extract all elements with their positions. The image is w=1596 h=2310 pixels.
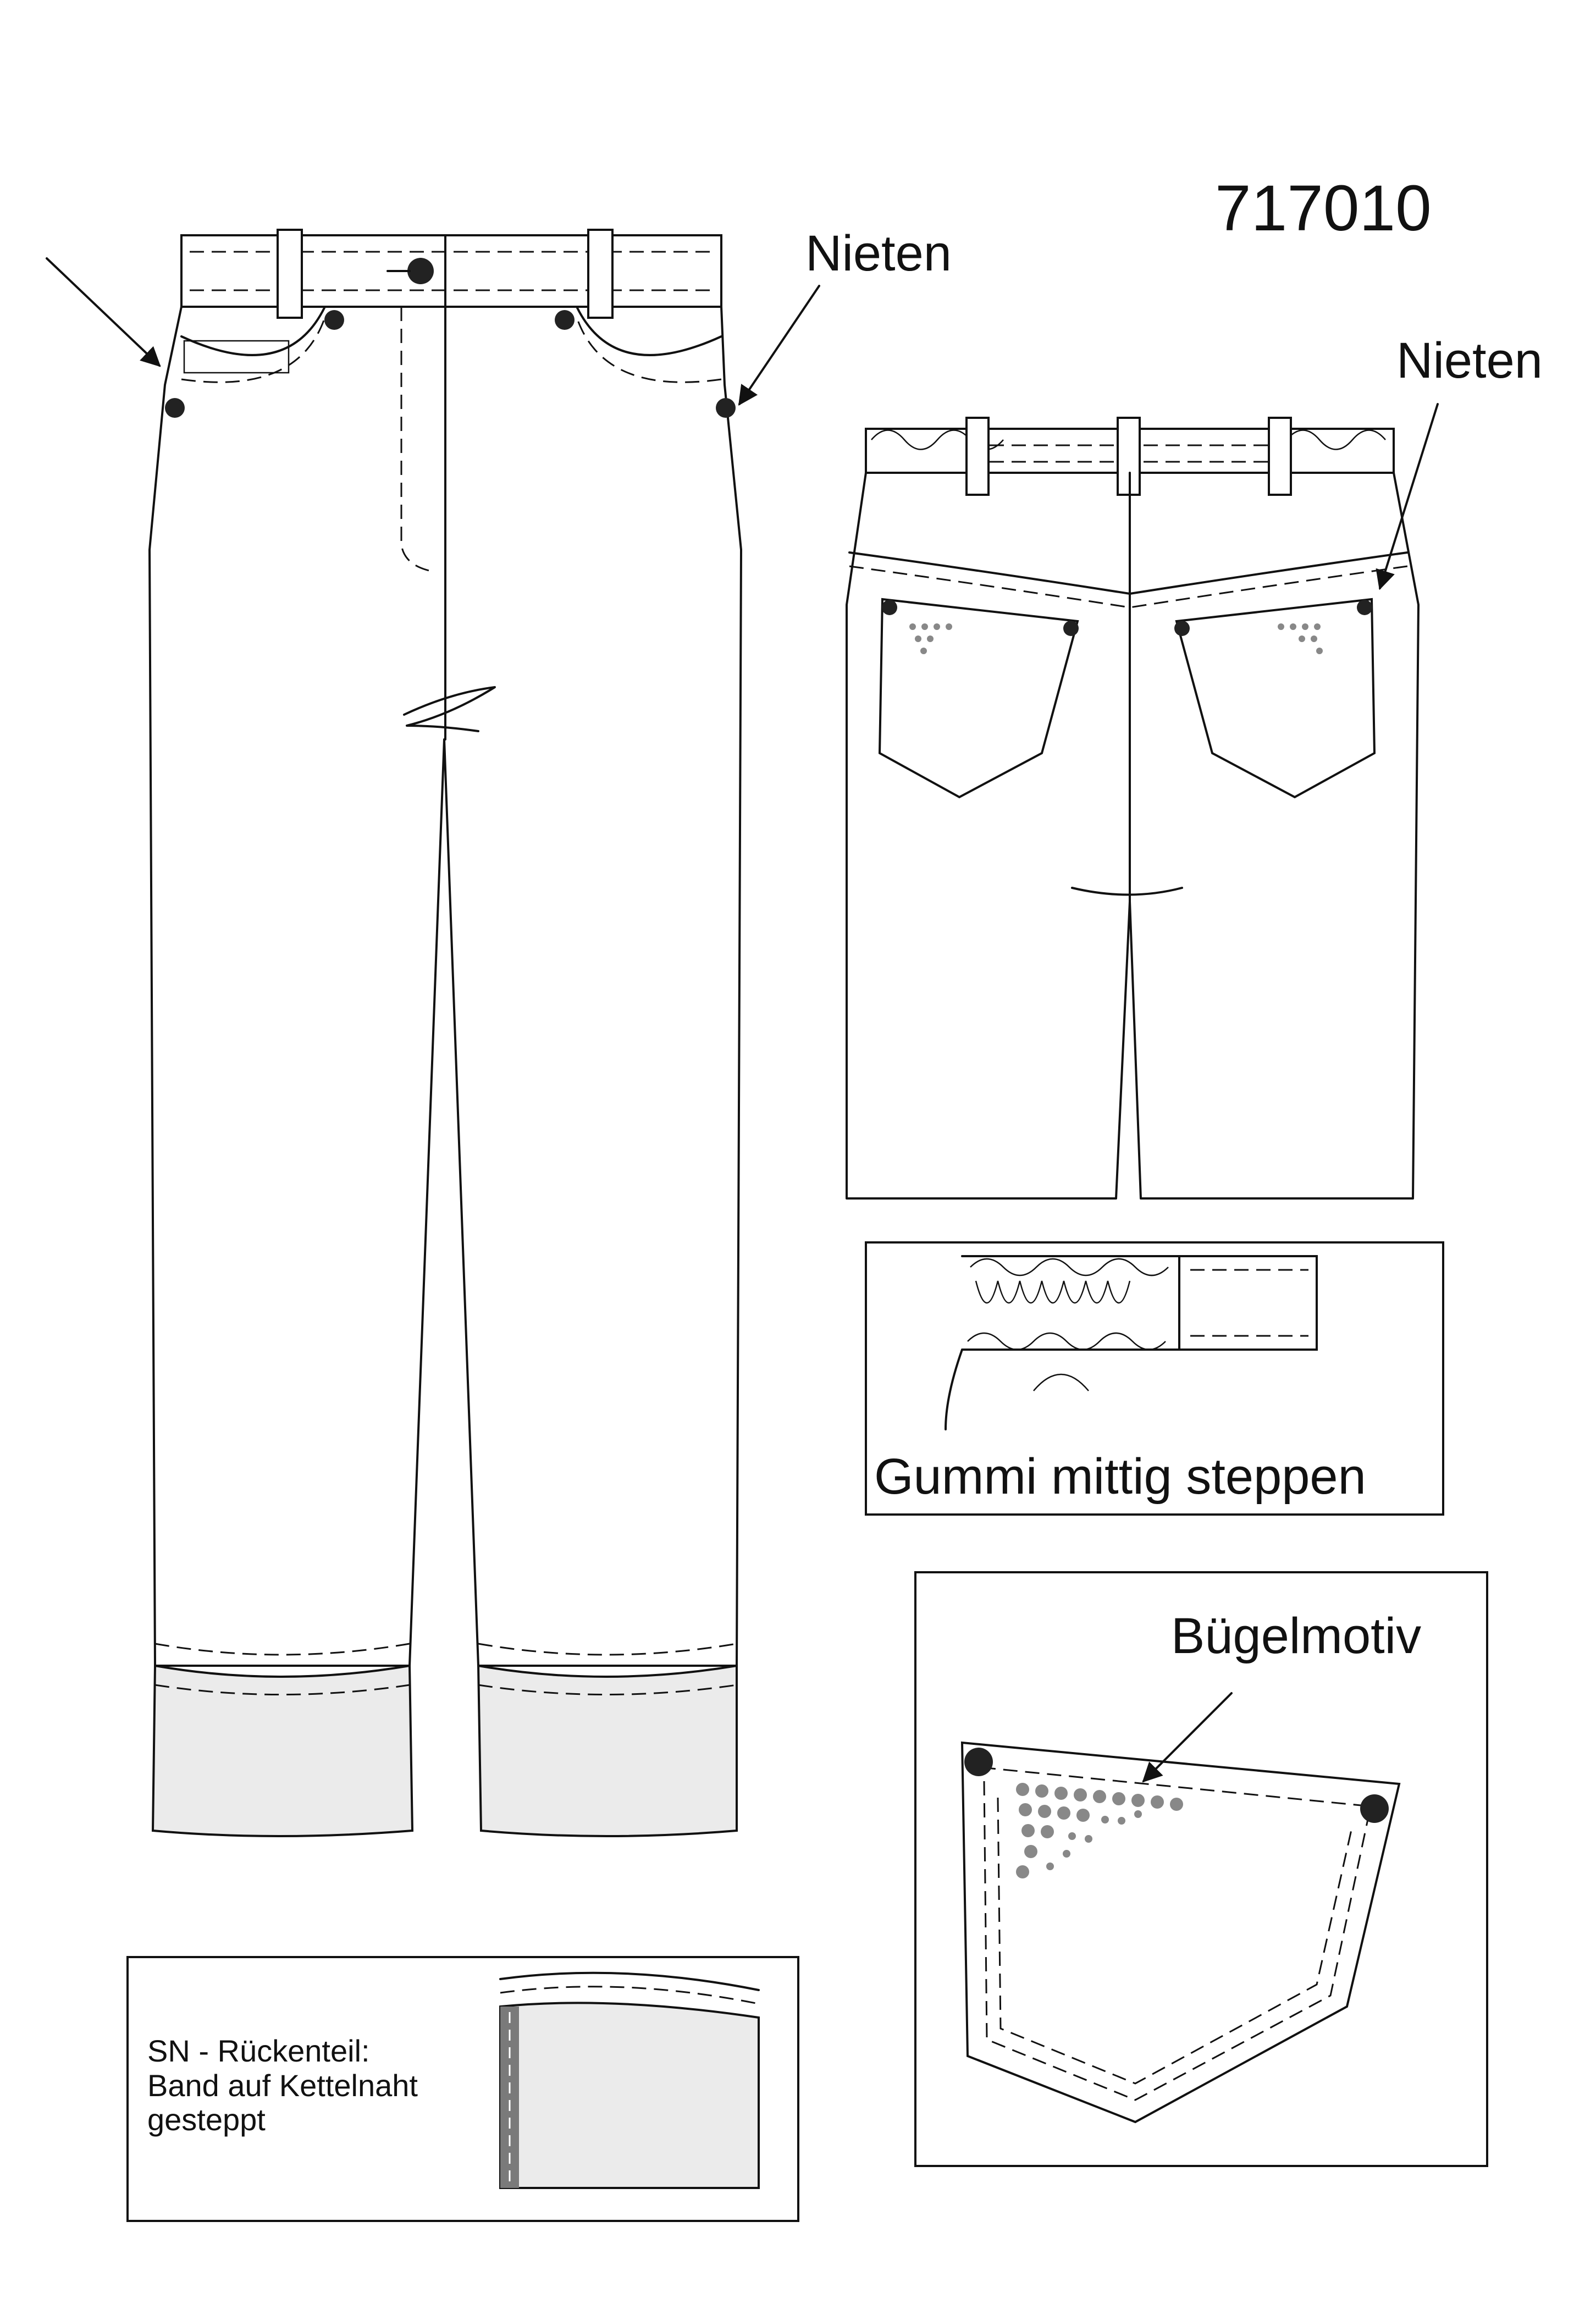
front-waistband xyxy=(180,234,722,308)
front-view xyxy=(46,229,820,1837)
label-rivets-front: Nieten xyxy=(805,225,952,281)
front-pocket-left xyxy=(180,307,325,356)
back-pocket-left xyxy=(878,598,1079,799)
back-pocket-right xyxy=(1175,598,1376,799)
belt-loop-right xyxy=(587,229,614,319)
back-pocket-studs-left xyxy=(909,623,952,654)
front-pocket-right xyxy=(576,307,722,356)
elastic-detail xyxy=(865,1241,1444,1516)
side-seam-detail xyxy=(126,1956,799,2222)
rivet-front-left xyxy=(165,398,185,418)
coin-pocket xyxy=(183,340,290,374)
style-number: 717010 xyxy=(1215,172,1432,245)
back-legs-outline xyxy=(846,472,1420,1200)
cuff-right xyxy=(477,1664,738,1837)
band-swatch xyxy=(499,2002,760,2189)
arrow-rivet-front xyxy=(738,285,820,406)
arrow-coin-pocket xyxy=(46,257,161,367)
arrow-motif xyxy=(1142,1692,1233,1783)
iron-on-studs xyxy=(1016,1783,1183,1878)
label-iron-on-motif: Bügelmotiv xyxy=(1171,1608,1422,1664)
label-rivets-back: Nieten xyxy=(1396,333,1543,389)
back-pocket-studs-right xyxy=(1278,623,1323,654)
belt-loop-left xyxy=(277,229,303,319)
cuff-left xyxy=(151,1664,414,1837)
waist-button xyxy=(407,258,434,284)
fly-stitch xyxy=(400,307,435,573)
back-view xyxy=(846,403,1439,1200)
pocket-motif-detail xyxy=(914,1571,1488,2167)
arrow-rivet-back xyxy=(1376,403,1439,590)
label-side-seam-note: SN - Rückenteil: Band auf Kettelnaht ges… xyxy=(147,2033,418,2137)
rivet-front-right xyxy=(716,398,736,418)
label-elastic-note: Gummi mittig steppen xyxy=(874,1449,1366,1505)
